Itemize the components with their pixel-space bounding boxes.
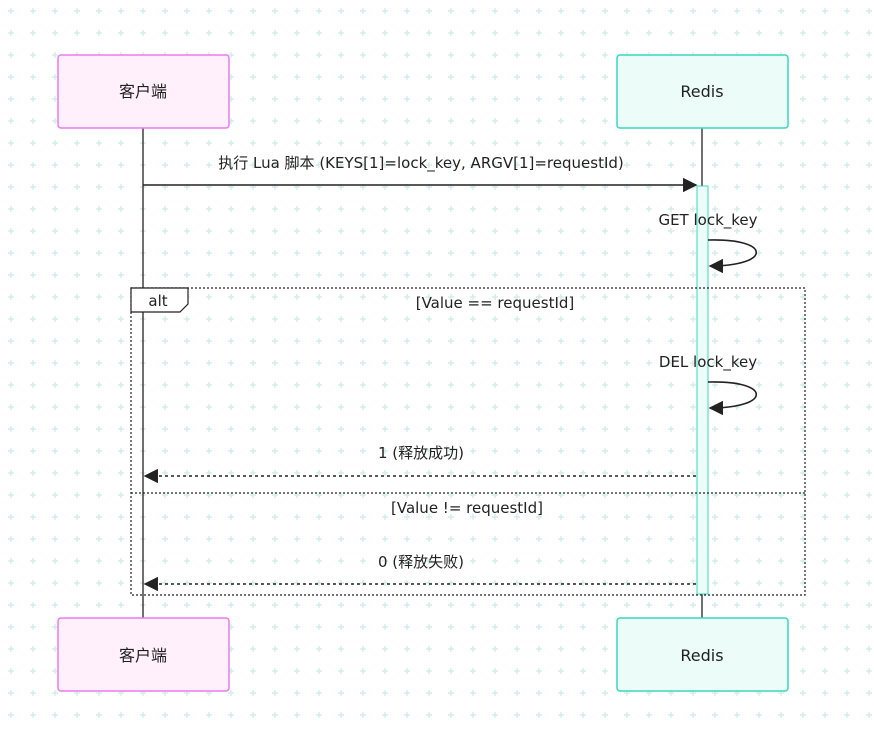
- message-return-success-label: 1 (释放成功): [378, 444, 464, 462]
- message-del-lock-key-arrow: [707, 381, 757, 416]
- alt-keyword-tab: [130, 287, 189, 313]
- participant-redis-bottom-label: Redis: [680, 646, 723, 665]
- message-del-lock-key-label: DEL lock_key: [659, 353, 757, 372]
- participant-redis-bottom: Redis: [616, 617, 789, 692]
- alt-frame-border: [130, 287, 806, 596]
- message-return-failure-label: 0 (释放失败): [378, 553, 464, 571]
- message-get-lock-key: GET lock_key: [658, 211, 758, 274]
- message-execute-lua-label: 执行 Lua 脚本 (KEYS[1]=lock_key, ARGV[1]=req…: [218, 154, 624, 173]
- message-execute-lua: 执行 Lua 脚本 (KEYS[1]=lock_key, ARGV[1]=req…: [143, 154, 698, 193]
- message-return-success: 1 (释放成功): [143, 444, 696, 484]
- participant-redis-top-label: Redis: [680, 82, 723, 101]
- alt-keyword: alt: [148, 292, 167, 310]
- participant-client-bottom: 客户端: [57, 617, 230, 692]
- participant-client-bottom-box: [57, 617, 230, 692]
- alt-frame: alt [Value == requestId] [Value != reque…: [130, 287, 806, 596]
- participant-redis-top: Redis: [616, 54, 789, 129]
- message-get-lock-key-arrow: [707, 239, 757, 274]
- message-get-lock-key-label: GET lock_key: [658, 211, 757, 230]
- alt-branch1-condition: [Value == requestId]: [416, 294, 575, 312]
- participant-redis-bottom-box: [616, 617, 789, 692]
- participant-redis-top-box: [616, 54, 789, 129]
- message-del-lock-key: DEL lock_key: [659, 353, 757, 416]
- participant-client-top: 客户端: [57, 54, 230, 129]
- participant-client-top-box: [57, 54, 230, 129]
- message-return-failure: 0 (释放失败): [143, 553, 696, 592]
- participant-client-top-label: 客户端: [119, 82, 167, 101]
- participant-client-bottom-label: 客户端: [119, 646, 167, 665]
- redis-activation-bar: [696, 185, 709, 595]
- alt-branch2-condition: [Value != requestId]: [391, 499, 543, 517]
